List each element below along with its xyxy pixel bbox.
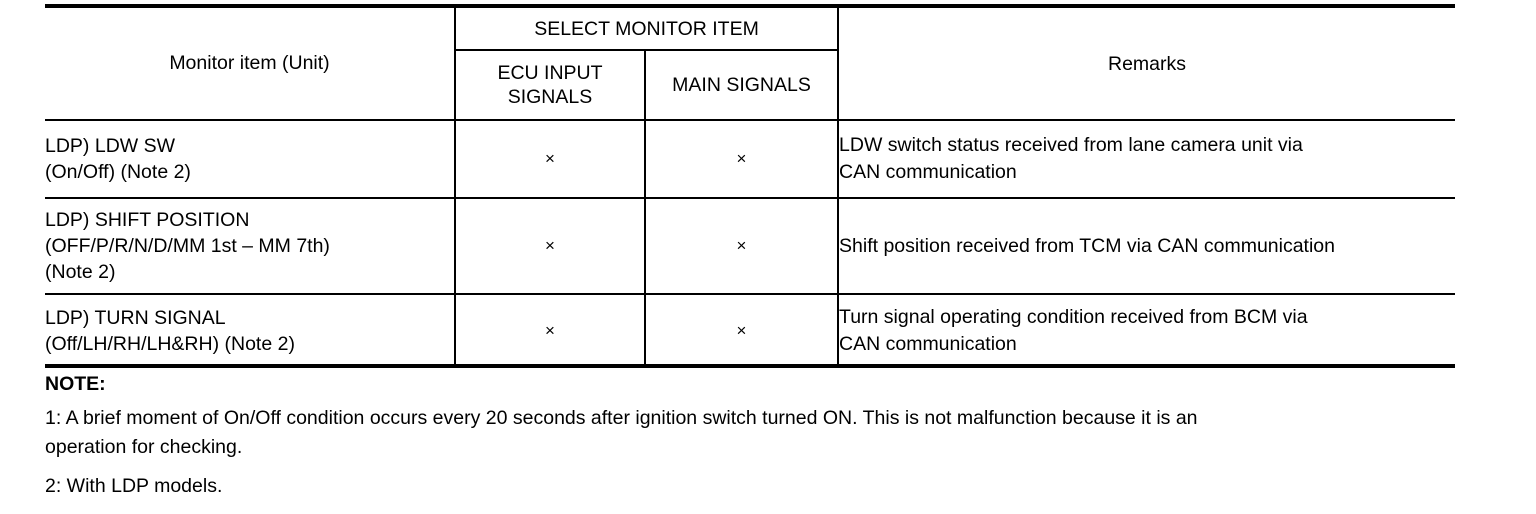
monitor-item-line3: (Note 2): [45, 261, 116, 283]
note-item-1-line2: operation for checking.: [45, 436, 243, 458]
cell-monitor-item: LDP) LDW SW (On/Off) (Note 2): [45, 120, 455, 199]
table-row: LDP) TURN SIGNAL (Off/LH/RH/LH&RH) (Note…: [45, 294, 1456, 367]
note-title: NOTE:: [45, 373, 106, 395]
header-select-monitor-item: SELECT MONITOR ITEM: [453, 4, 839, 51]
header-ecu-input-signals-line1: ECU INPUT: [497, 62, 603, 84]
header-ecu-input-signals: ECU INPUT SIGNALS: [454, 50, 645, 121]
monitor-item-line2: (On/Off) (Note 2): [45, 161, 191, 183]
note-block: NOTE: 1: A brief moment of On/Off condit…: [45, 372, 1465, 501]
cell-monitor-item: LDP) TURN SIGNAL (Off/LH/RH/LH&RH) (Note…: [45, 294, 455, 367]
note-item-1-line1: 1: A brief moment of On/Off condition oc…: [45, 407, 1198, 429]
cell-main-signals-mark: ×: [643, 120, 839, 199]
header-remarks: Remarks: [837, 4, 1456, 121]
cell-remarks: Shift position received from TCM via CAN…: [837, 198, 1456, 295]
remarks-line2: CAN communication: [839, 333, 1017, 355]
monitor-item-table: Monitor item (Unit) SELECT MONITOR ITEM …: [45, 4, 1456, 367]
table-bottom-rule: [45, 364, 1455, 368]
cell-ecu-input-mark: ×: [454, 294, 645, 367]
header-main-signals: MAIN SIGNALS: [643, 50, 839, 121]
monitor-item-line1: LDP) LDW SW: [45, 135, 176, 157]
cell-remarks: LDW switch status received from lane cam…: [837, 120, 1456, 199]
monitor-item-line1: LDP) TURN SIGNAL: [45, 307, 226, 329]
remarks-line2: CAN communication: [839, 161, 1017, 183]
table-row: LDP) LDW SW (On/Off) (Note 2) × × LDW sw…: [45, 120, 1456, 199]
remarks-line1: LDW switch status received from lane cam…: [839, 134, 1303, 156]
cell-remarks: Turn signal operating condition received…: [837, 294, 1456, 367]
monitor-item-line2: (Off/LH/RH/LH&RH) (Note 2): [45, 333, 295, 355]
monitor-item-line1: LDP) SHIFT POSITION: [45, 209, 250, 231]
remarks-line1: Turn signal operating condition received…: [839, 306, 1308, 328]
table-row: LDP) SHIFT POSITION (OFF/P/R/N/D/MM 1st …: [45, 198, 1456, 295]
header-ecu-input-signals-line2: SIGNALS: [507, 86, 593, 108]
remarks-line1: Shift position received from TCM via CAN…: [839, 234, 1335, 257]
header-monitor-item: Monitor item (Unit): [45, 4, 455, 121]
monitor-item-line2: (OFF/P/R/N/D/MM 1st – MM 7th): [45, 235, 330, 257]
cell-ecu-input-mark: ×: [454, 198, 645, 295]
note-item-2: 2: With LDP models.: [45, 475, 223, 497]
cell-main-signals-mark: ×: [643, 198, 839, 295]
cell-ecu-input-mark: ×: [454, 120, 645, 199]
cell-monitor-item: LDP) SHIFT POSITION (OFF/P/R/N/D/MM 1st …: [45, 198, 455, 295]
table-header-row-sub: ECU INPUT SIGNALS MAIN SIGNALS: [45, 50, 1455, 121]
cell-main-signals-mark: ×: [643, 294, 839, 367]
table-header-row-top: Monitor item (Unit) SELECT MONITOR ITEM …: [45, 4, 1456, 121]
